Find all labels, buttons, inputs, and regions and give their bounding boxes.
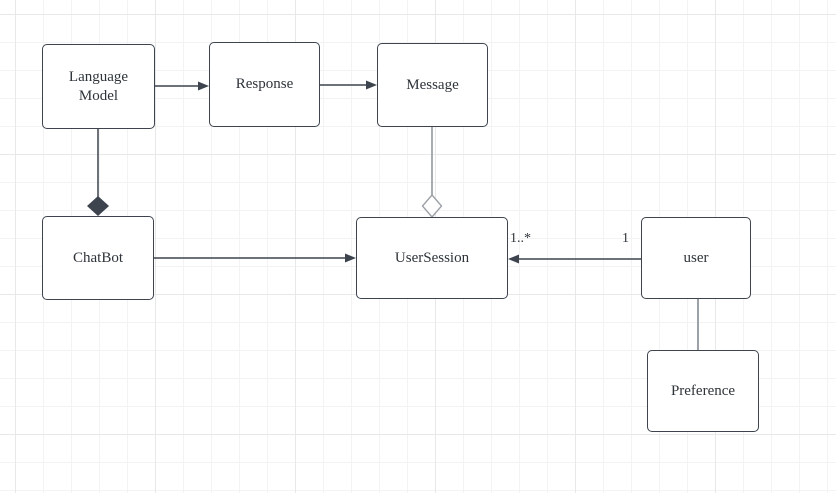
node-label: user [683, 249, 709, 266]
node-language-model[interactable]: Language Model [42, 44, 155, 129]
edge-response-to-message[interactable] [320, 80, 377, 90]
node-user-session[interactable]: UserSession [356, 217, 508, 299]
edge-language-model-to-chatbot[interactable] [87, 129, 109, 216]
node-message[interactable]: Message [377, 43, 488, 127]
hollow-diamond-icon [421, 193, 443, 219]
edge-user-to-user-session[interactable] [508, 254, 641, 264]
node-label: Message [406, 76, 459, 93]
arrowhead-icon [366, 80, 377, 90]
multiplicity-label-user-session-end: 1..* [510, 231, 531, 246]
edge-language-model-to-response[interactable] [155, 81, 209, 91]
node-response[interactable]: Response [209, 42, 320, 127]
arrowhead-icon [198, 81, 209, 91]
node-chatbot[interactable]: ChatBot [42, 216, 154, 300]
node-label: ChatBot [72, 249, 123, 266]
edge-chatbot-to-user-session[interactable] [154, 253, 356, 263]
edge-message-to-user-session[interactable] [421, 127, 443, 219]
node-label: Response [235, 76, 294, 93]
arrowhead-icon [508, 254, 519, 264]
node-label: UserSession [394, 249, 470, 266]
multiplicity-label-user-end: 1 [622, 231, 629, 246]
node-user[interactable]: user [641, 217, 751, 299]
arrowhead-icon [345, 253, 356, 263]
node-label: Preference [670, 382, 736, 399]
filled-diamond-icon [87, 196, 109, 216]
node-label: Language Model [68, 68, 129, 104]
node-preference[interactable]: Preference [647, 350, 759, 432]
